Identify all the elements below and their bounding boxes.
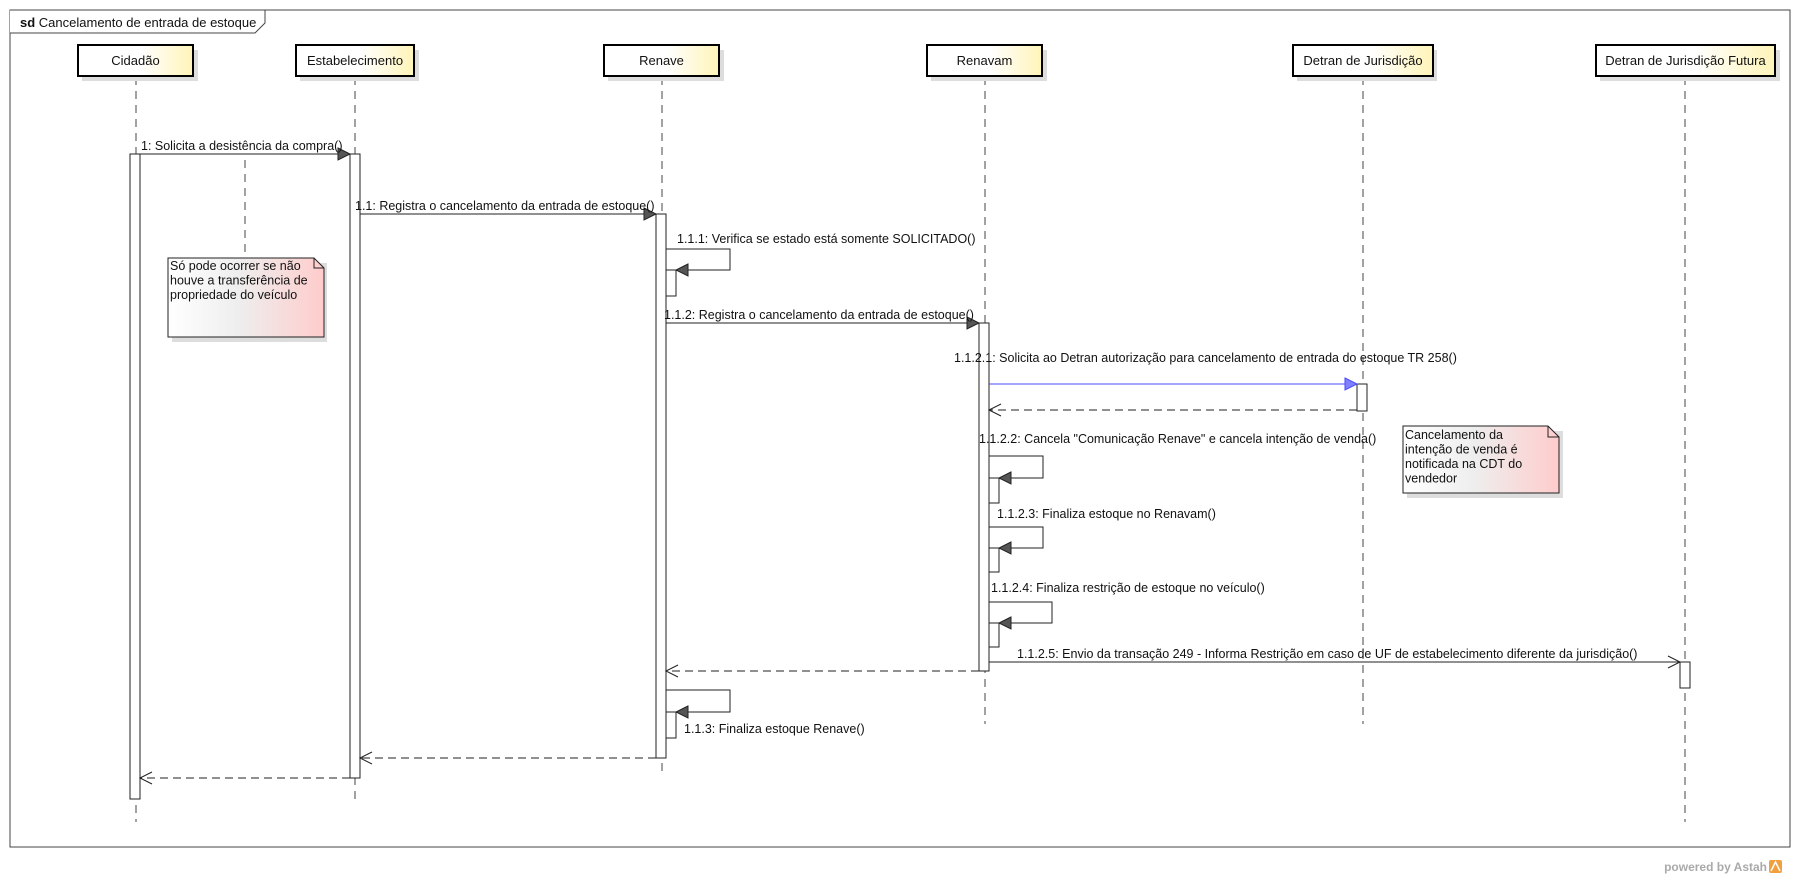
lifeline-label: Renavam xyxy=(957,53,1013,68)
frame-title-text: Cancelamento de entrada de estoque xyxy=(39,15,257,30)
lifeline-renave[interactable]: Renave xyxy=(603,44,724,81)
message-1121-arrowhead xyxy=(1344,377,1359,391)
message-113-line xyxy=(666,689,731,713)
message-1125-label[interactable]: 1.1.2.5: Envio da transação 249 - Inform… xyxy=(1017,647,1637,661)
lifeline-cidadao[interactable]: Cidadão xyxy=(77,44,198,81)
message-11-label[interactable]: 1.1: Registra o cancelamento da entrada … xyxy=(355,199,655,213)
activation-renavam-1122 xyxy=(988,477,1000,504)
activation-renavam-1124 xyxy=(988,622,1000,648)
return-112-arrowhead xyxy=(664,664,679,678)
message-111-label[interactable]: 1.1.1: Verifica se estado está somente S… xyxy=(677,232,976,246)
message-arrows xyxy=(138,147,1682,785)
message-1124-line xyxy=(989,601,1053,624)
note-line: Só pode ocorrer se não xyxy=(170,259,301,273)
activation-detran-futura xyxy=(1679,661,1691,689)
message-11-arrowhead xyxy=(643,207,658,221)
message-1122-arrowhead xyxy=(997,471,1012,485)
activation-cidadao xyxy=(129,153,141,800)
activation-detran-jurisdicao xyxy=(1356,383,1368,412)
activation-renave xyxy=(655,213,667,759)
note-cdt[interactable]: Cancelamento da intenção de venda é noti… xyxy=(1402,425,1563,498)
return-1-arrowhead xyxy=(138,771,153,785)
message-1122-line xyxy=(989,455,1044,479)
message-112-arrowhead xyxy=(966,316,981,330)
note-line: propriedade do veículo xyxy=(170,288,297,302)
note-transfer[interactable]: Só pode ocorrer se não houve a transferê… xyxy=(167,257,327,342)
lifeline-heads: Cidadão Estabelecimento Renave Renavam D… xyxy=(77,44,1780,81)
astah-watermark: powered by Astah xyxy=(1664,860,1782,874)
lifeline-label: Detran de Jurisdição Futura xyxy=(1605,53,1766,68)
message-1122-label[interactable]: 1.1.2.2: Cancela "Comunicação Renave" e … xyxy=(979,432,1376,446)
message-112-label[interactable]: 1.1.2: Registra o cancelamento da entrad… xyxy=(664,308,974,322)
message-1-label[interactable]: 1: Solicita a desistência da compra() xyxy=(141,139,342,153)
note-line: vendedor xyxy=(1405,472,1457,486)
message-1123-line xyxy=(989,526,1044,549)
watermark-text: powered by Astah xyxy=(1664,860,1767,874)
frame-title: sd Cancelamento de entrada de estoque xyxy=(20,15,256,30)
message-labels: 1: Solicita a desistência da compra() 1.… xyxy=(141,139,1637,736)
note-line: Cancelamento da xyxy=(1405,428,1503,442)
message-113-label[interactable]: 1.1.3: Finaliza estoque Renave() xyxy=(684,722,865,736)
astah-logo-mark xyxy=(1770,860,1781,872)
activation-bars xyxy=(129,153,1691,800)
lifeline-detran-futura[interactable]: Detran de Jurisdição Futura xyxy=(1595,44,1780,81)
message-1123-label[interactable]: 1.1.2.3: Finaliza estoque no Renavam() xyxy=(997,507,1216,521)
message-113-arrowhead xyxy=(674,705,689,719)
note-transfer-text: Só pode ocorrer se não houve a transferê… xyxy=(170,259,311,302)
activation-estabelecimento xyxy=(349,153,361,779)
lifeline-label: Cidadão xyxy=(111,53,159,68)
activation-renave-113 xyxy=(665,711,677,739)
lifeline-label: Estabelecimento xyxy=(307,53,403,68)
activation-renave-111 xyxy=(665,269,677,297)
lifeline-label: Detran de Jurisdição xyxy=(1303,53,1422,68)
note-cdt-text: Cancelamento da intenção de venda é noti… xyxy=(1405,428,1526,486)
message-1123-arrowhead xyxy=(997,541,1012,555)
return-1121-arrowhead xyxy=(987,403,1002,417)
lifeline-detran-jurisdicao[interactable]: Detran de Jurisdição xyxy=(1292,44,1437,81)
return-11-arrowhead xyxy=(358,751,373,765)
message-1121-label[interactable]: 1.1.2.1: Solicita ao Detran autorização … xyxy=(954,351,1457,365)
message-1125-arrowhead xyxy=(1667,655,1682,669)
sequence-frame: sd Cancelamento de entrada de estoque xyxy=(9,9,1791,848)
activation-renavam-1123 xyxy=(988,547,1000,573)
activation-renavam xyxy=(978,322,990,672)
message-111-arrowhead xyxy=(674,263,689,277)
lifeline-label: Renave xyxy=(639,53,684,68)
note-line: intenção de venda é xyxy=(1405,443,1518,457)
message-1-arrowhead xyxy=(337,147,352,161)
lifeline-estabelecimento[interactable]: Estabelecimento xyxy=(295,44,419,81)
note-line: houve a transferência de xyxy=(170,274,308,288)
note-line: notificada na CDT do xyxy=(1405,457,1522,471)
lifeline-renavam[interactable]: Renavam xyxy=(926,44,1047,81)
message-1124-label[interactable]: 1.1.2.4: Finaliza restrição de estoque n… xyxy=(991,581,1265,595)
message-111-line xyxy=(666,248,731,271)
message-1124-arrowhead xyxy=(997,616,1012,630)
frame-keyword: sd xyxy=(20,15,35,30)
